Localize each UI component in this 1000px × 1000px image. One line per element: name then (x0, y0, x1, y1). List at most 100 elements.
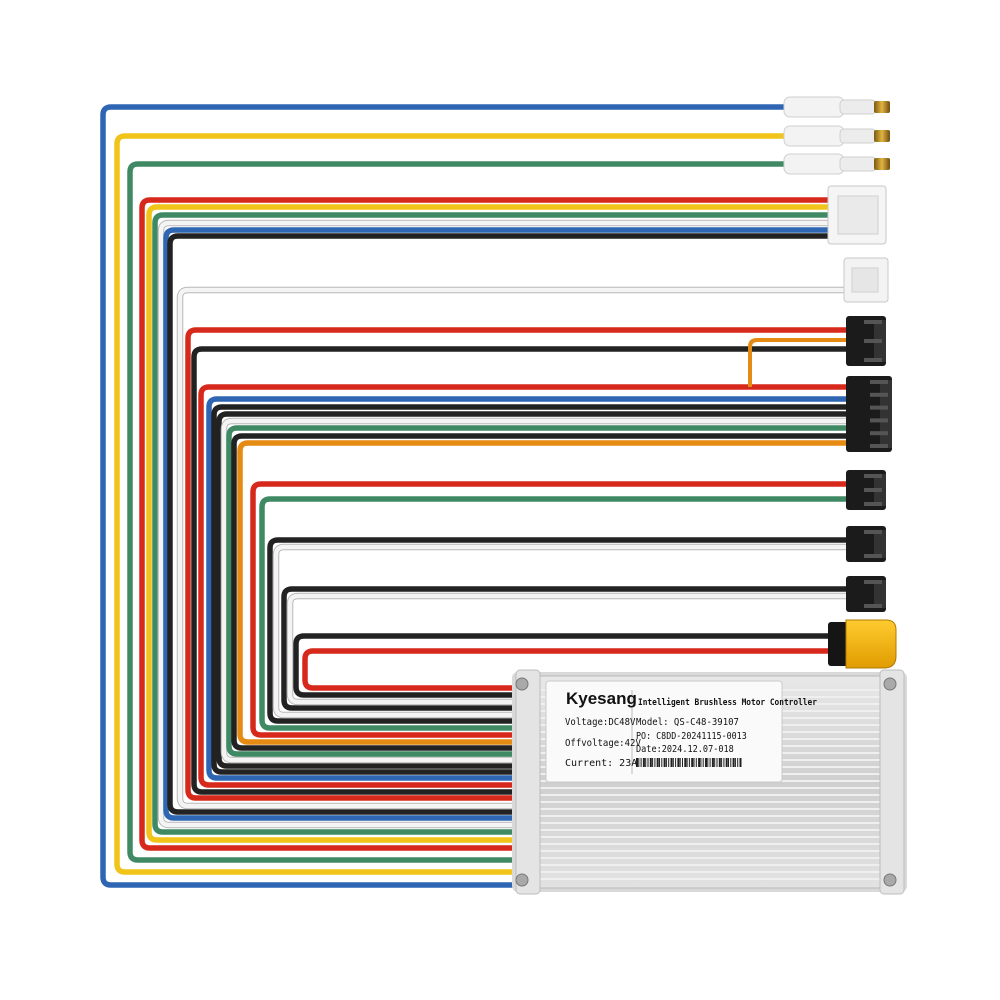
wire-harness (100, 104, 846, 888)
brake-connector-1-pin (864, 502, 882, 506)
wire-yellow (146, 204, 828, 843)
barcode-bar (665, 758, 667, 767)
wire-red (250, 481, 846, 738)
barcode-bar (709, 758, 711, 767)
barcode-bar (737, 758, 739, 767)
wire-red (139, 197, 828, 851)
po-label: PO: C8DD-20241115-0013 (636, 731, 747, 742)
xt60-battery-connector (828, 619, 897, 669)
throttle-connector-pin (864, 358, 882, 362)
brake-connector-2 (846, 526, 886, 562)
bullet-sleeve (783, 153, 845, 175)
barcode-bar (675, 758, 677, 767)
throttle-connector-pin (864, 339, 882, 343)
display-connector-pin (870, 392, 888, 397)
wire-orange (237, 440, 846, 745)
model-label: Model: QS-C48-39107 (636, 717, 739, 728)
bullet-pin (874, 101, 890, 113)
display-connector-pin (870, 431, 888, 436)
throttle-connector-pin (864, 320, 882, 324)
barcode-bar (698, 758, 701, 767)
wire-black (191, 346, 846, 795)
bullet-sleeve-tip (839, 156, 877, 172)
wire-black (281, 586, 846, 711)
brake-connector-2-pin (864, 554, 882, 558)
wire-black (267, 537, 846, 724)
wire-black (211, 404, 846, 775)
current-label: Current: 23A (565, 758, 638, 769)
bullet-sleeve (783, 125, 845, 147)
wire-orange-jumper (748, 338, 846, 387)
barcode-bar (672, 758, 674, 767)
barcode-bar (670, 758, 673, 767)
barcode-bar (684, 758, 687, 767)
throttle-connector (846, 316, 886, 366)
wire-blue (100, 104, 785, 888)
brake-connector-3-pin (864, 604, 882, 608)
barcode-bar (638, 758, 640, 767)
bullet-pin (874, 130, 890, 142)
wire-black (216, 411, 846, 769)
wire-blue (163, 227, 828, 821)
phase-bullet-connector (783, 153, 890, 175)
barcode-bar (711, 758, 714, 767)
barcode-bar (656, 758, 659, 767)
display-connector-latch (880, 380, 892, 448)
screw-icon (883, 873, 897, 887)
offvoltage-label: Offvoltage:42V (565, 738, 641, 749)
barcode-bar (714, 758, 716, 767)
barcode-bar (661, 758, 663, 767)
barcode-bar (728, 758, 729, 767)
bullet-sleeve-tip (839, 99, 877, 115)
barcode-bar (693, 758, 695, 767)
barcode-bar (718, 758, 721, 767)
display-connector-pin (870, 380, 888, 384)
brake-connector-1 (846, 470, 886, 510)
phase-bullet-connector (783, 125, 890, 147)
left-end-plate (515, 669, 541, 895)
wire-white (221, 418, 846, 763)
wire-green (259, 496, 846, 731)
barcode-bar (663, 758, 666, 767)
barcode-bar (649, 758, 652, 767)
motor-controller-body (512, 669, 907, 895)
hall-connector-face (837, 195, 879, 235)
wire-black (293, 633, 846, 698)
barcode-bar (647, 758, 649, 767)
display-connector-pin (870, 418, 888, 423)
barcode-bar (654, 758, 656, 767)
wire-white (177, 287, 846, 809)
barcode-bar (700, 758, 702, 767)
wire-green (127, 161, 785, 863)
xt60-housing (845, 619, 897, 669)
wire-white (273, 544, 846, 718)
wire-red (198, 384, 846, 788)
brake-connector-2-pin (864, 530, 882, 534)
brake-connector-2-latch (874, 530, 886, 558)
wire-black (231, 433, 846, 751)
brake-connector-3-pin (864, 580, 882, 584)
wire-yellow (114, 133, 785, 875)
wire-blue (206, 396, 846, 781)
barcode-bar (716, 758, 718, 767)
barcode-bar (707, 758, 709, 767)
barcode-bar (642, 758, 645, 767)
brake-connector-1-pin (864, 474, 882, 478)
bullet-sleeve (783, 96, 845, 118)
screw-icon (883, 677, 897, 691)
date-label: Date:2024.12.07-018 (636, 744, 734, 755)
barcode-bar (679, 758, 681, 767)
barcode-bar (677, 758, 680, 767)
barcode-bar (636, 758, 638, 767)
barcode-bar (682, 758, 683, 767)
bullet-pin (874, 158, 890, 170)
jst-face (851, 267, 879, 293)
wire-green (226, 425, 846, 757)
connector-group (783, 96, 897, 669)
brake-connector-1-pin (864, 488, 882, 492)
display-connector-pin (870, 405, 888, 410)
barcode-bar (705, 758, 707, 767)
barcode-bar (668, 758, 670, 767)
barcode-bar (688, 758, 690, 767)
